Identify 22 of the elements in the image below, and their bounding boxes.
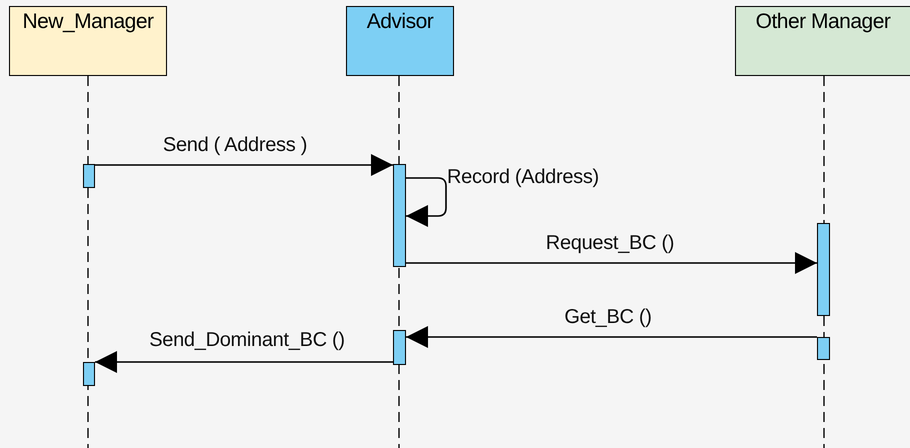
message-arrow: [406, 326, 817, 348]
message-label: Record (Address): [447, 166, 599, 188]
activation-bar: [393, 164, 406, 267]
activation-bar: [817, 223, 830, 316]
participant-name: Advisor: [366, 9, 434, 34]
message-label: Get_BC (): [564, 306, 652, 328]
participant-name: Other Manager: [754, 9, 892, 34]
participant-name: New_Manager: [21, 9, 155, 34]
activation-bar: [83, 362, 95, 386]
activation-bar: [83, 164, 95, 188]
message-arrow: [95, 351, 393, 373]
message-label: Send ( Address ): [162, 134, 308, 156]
activation-bar: [393, 330, 406, 365]
participant-box: [346, 6, 454, 76]
message-arrow: [406, 252, 817, 274]
activation-bar: [817, 337, 830, 360]
message-arrow: [95, 154, 393, 176]
participant-box: [735, 6, 910, 76]
self-message-arrow: [406, 177, 447, 227]
message-label: Send_Dominant_BC (): [149, 329, 345, 351]
participant-box: [9, 6, 167, 76]
message-label: Request_BC (): [546, 232, 674, 254]
